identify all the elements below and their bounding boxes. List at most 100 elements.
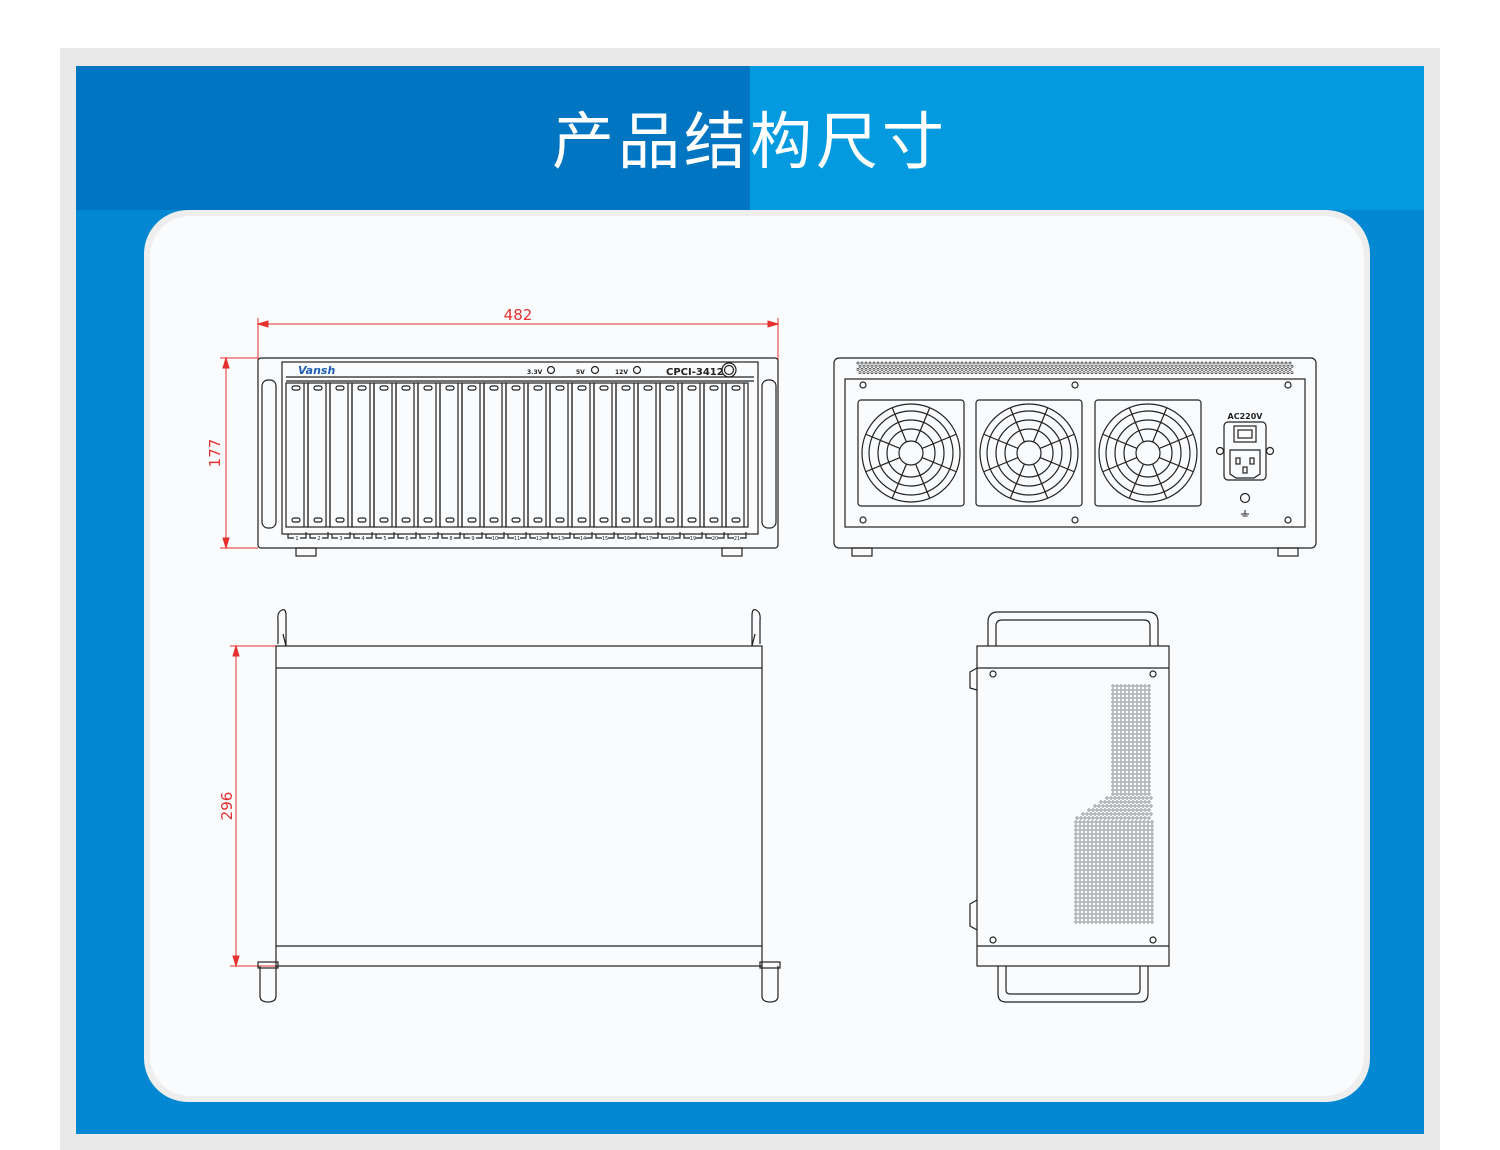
vent-hole bbox=[1147, 800, 1151, 804]
vent-hole bbox=[1087, 808, 1091, 812]
vent-hole bbox=[900, 361, 904, 365]
vent-hole bbox=[1166, 364, 1170, 368]
vent-hole bbox=[1094, 880, 1098, 884]
vent-hole bbox=[1142, 371, 1146, 375]
vent-hole bbox=[1266, 371, 1270, 375]
vent-hole bbox=[1022, 371, 1026, 375]
vent-hole bbox=[1111, 776, 1115, 780]
vent-hole bbox=[1118, 908, 1122, 912]
vent-hole bbox=[1102, 828, 1106, 832]
vent-hole bbox=[1038, 371, 1042, 375]
vent-hole bbox=[1123, 776, 1127, 780]
vent-hole bbox=[1147, 744, 1151, 748]
vent-hole bbox=[1122, 820, 1126, 824]
vent-hole bbox=[1127, 740, 1131, 744]
vent-hole bbox=[1082, 912, 1086, 916]
vent-hole bbox=[1234, 371, 1238, 375]
vent-hole bbox=[922, 364, 926, 368]
vent-hole bbox=[1082, 920, 1086, 924]
vent-hole bbox=[872, 367, 876, 371]
vent-hole bbox=[1282, 364, 1286, 368]
vent-hole bbox=[876, 367, 880, 371]
vent-hole bbox=[1074, 820, 1078, 824]
vent-hole bbox=[1002, 371, 1006, 375]
vent-hole bbox=[986, 364, 990, 368]
vent-hole bbox=[1142, 864, 1146, 868]
vent-hole bbox=[1138, 848, 1142, 852]
vent-hole bbox=[1138, 900, 1142, 904]
vent-hole bbox=[1111, 724, 1115, 728]
vent-hole bbox=[1123, 704, 1127, 708]
vent-hole bbox=[1143, 744, 1147, 748]
vent-hole bbox=[1123, 736, 1127, 740]
vent-hole bbox=[1106, 900, 1110, 904]
vent-hole bbox=[1082, 916, 1086, 920]
vent-hole bbox=[1134, 872, 1138, 876]
vent-hole bbox=[1139, 792, 1143, 796]
vent-hole bbox=[880, 361, 884, 365]
vent-hole bbox=[1113, 804, 1117, 808]
card-slot bbox=[571, 382, 595, 528]
vent-hole bbox=[1093, 804, 1097, 808]
vent-hole bbox=[1102, 920, 1106, 924]
vent-hole bbox=[1127, 732, 1131, 736]
vent-hole bbox=[1244, 361, 1248, 365]
vent-hole bbox=[1127, 768, 1131, 772]
vent-hole bbox=[868, 367, 872, 371]
vent-hole bbox=[1098, 832, 1102, 836]
vent-hole bbox=[1150, 852, 1154, 856]
vent-hole bbox=[1170, 364, 1174, 368]
vent-hole bbox=[1250, 364, 1254, 368]
vent-hole bbox=[1240, 361, 1244, 365]
vent-hole bbox=[1086, 856, 1090, 860]
vent-hole bbox=[864, 361, 868, 365]
vent-hole bbox=[1129, 812, 1133, 816]
vent-hole bbox=[982, 371, 986, 375]
vent-hole bbox=[1146, 860, 1150, 864]
vent-hole bbox=[1119, 744, 1123, 748]
vent-hole bbox=[1290, 364, 1294, 368]
vent-hole bbox=[1147, 808, 1151, 812]
slot-number: 6 bbox=[405, 536, 408, 542]
vent-hole bbox=[1109, 796, 1113, 800]
vent-hole bbox=[1110, 828, 1114, 832]
vent-hole bbox=[1084, 367, 1088, 371]
vent-hole bbox=[1140, 361, 1144, 365]
vent-hole bbox=[1143, 780, 1147, 784]
vent-hole bbox=[1110, 896, 1114, 900]
vent-hole bbox=[1106, 872, 1110, 876]
vent-hole bbox=[1147, 740, 1151, 744]
vent-hole bbox=[1008, 361, 1012, 365]
vent-hole bbox=[1107, 808, 1111, 812]
vent-hole bbox=[1143, 716, 1147, 720]
vent-hole bbox=[1276, 367, 1280, 371]
vent-hole bbox=[1114, 872, 1118, 876]
vent-hole bbox=[1258, 371, 1262, 375]
vent-hole bbox=[1024, 361, 1028, 365]
slot-number: 19 bbox=[690, 536, 696, 542]
vent-hole bbox=[1200, 361, 1204, 365]
vent-hole bbox=[1114, 840, 1118, 844]
vent-hole bbox=[1101, 804, 1105, 808]
vent-hole bbox=[1115, 720, 1119, 724]
card-slot bbox=[439, 382, 463, 528]
vent-hole bbox=[1046, 364, 1050, 368]
vent-hole bbox=[1110, 916, 1114, 920]
vent-hole bbox=[1086, 868, 1090, 872]
vent-hole bbox=[1131, 764, 1135, 768]
vent-hole bbox=[1111, 716, 1115, 720]
vent-hole bbox=[1202, 371, 1206, 375]
vent-hole bbox=[952, 361, 956, 365]
vent-hole bbox=[1034, 364, 1038, 368]
vent-hole bbox=[1110, 840, 1114, 844]
vent-hole bbox=[1110, 844, 1114, 848]
vent-hole bbox=[1129, 804, 1133, 808]
vent-hole bbox=[1018, 371, 1022, 375]
vent-hole bbox=[1084, 361, 1088, 365]
vent-hole bbox=[1111, 816, 1115, 820]
vent-hole bbox=[1150, 888, 1154, 892]
vent-hole bbox=[1028, 361, 1032, 365]
vent-hole bbox=[1094, 371, 1098, 375]
vent-hole bbox=[1127, 692, 1131, 696]
